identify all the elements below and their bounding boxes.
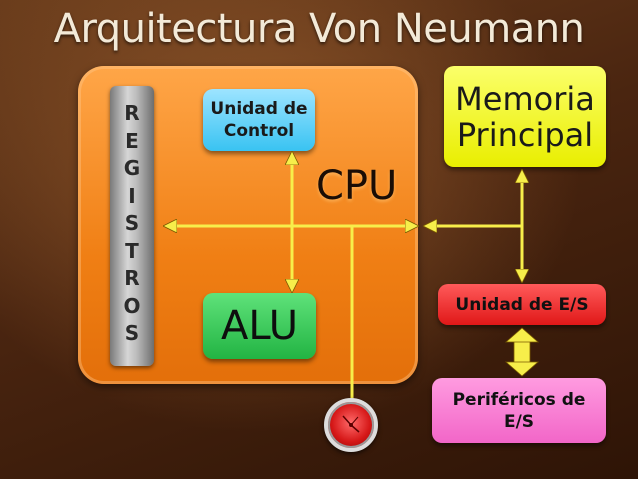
perifericos-box: Periféricos de E/S bbox=[432, 378, 606, 443]
page-title: Arquitectura Von Neumann bbox=[53, 6, 585, 52]
es-perifericos-arrow bbox=[504, 327, 540, 377]
perifericos-line1: Periféricos de bbox=[452, 389, 586, 410]
registros-letter: O bbox=[123, 293, 141, 318]
unidad-es-box: Unidad de E/S bbox=[438, 284, 606, 325]
clock-icon bbox=[324, 398, 378, 452]
unidad-control-line2: Control bbox=[223, 121, 295, 141]
alu-label: ALU bbox=[221, 303, 298, 349]
registros-letter: I bbox=[128, 183, 136, 208]
registros-letter: T bbox=[125, 238, 139, 263]
unidad-control-box: Unidad de Control bbox=[203, 89, 315, 151]
cpu-label: CPU bbox=[316, 163, 398, 209]
registros-letter: S bbox=[124, 321, 140, 345]
registros-letter: R bbox=[124, 266, 140, 290]
unidad-control-line1: Unidad de bbox=[210, 99, 308, 119]
registros-letter: R bbox=[124, 101, 140, 125]
registros-letter: E bbox=[125, 128, 139, 153]
perifericos-line2: E/S bbox=[503, 411, 535, 432]
memoria-principal-box: Memoria Principal bbox=[444, 66, 606, 167]
unidad-es-label: Unidad de E/S bbox=[455, 294, 589, 315]
memoria-line2: Principal bbox=[456, 115, 594, 154]
registros-letter: S bbox=[124, 211, 140, 235]
memoria-line1: Memoria bbox=[455, 79, 595, 118]
registros-letter: G bbox=[123, 156, 141, 180]
alu-box: ALU bbox=[203, 293, 316, 359]
